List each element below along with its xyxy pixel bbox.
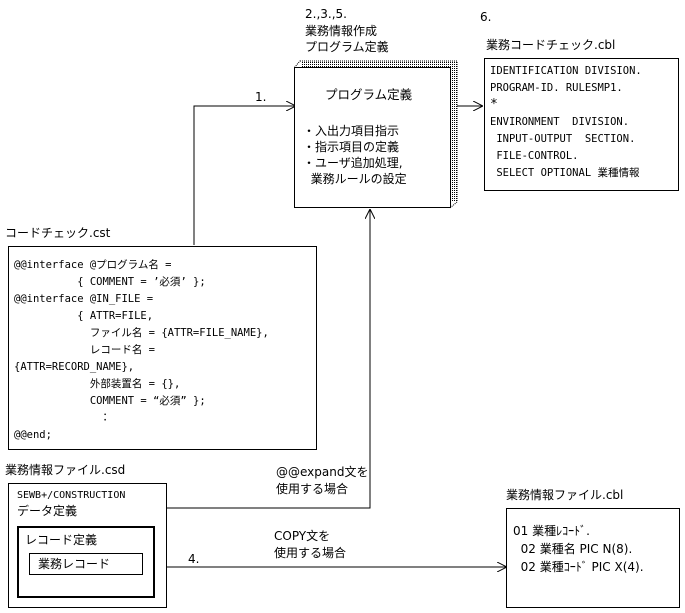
cst-line-3: @@interface @IN_FILE = (14, 293, 154, 305)
arrow-cst-to-program (193, 106, 295, 245)
arrow1-label: 1. (255, 90, 267, 104)
cst-file-box: @@interface @プログラム名 = { COMMENT = ’必須’ }… (8, 246, 317, 450)
cst-line-2: { COMMENT = ’必須’ }; (14, 276, 206, 288)
cst-file-name: コードチェック.cst (5, 226, 111, 240)
arrow-csd-to-program (167, 210, 370, 509)
copy-label-line1: COPY文を (274, 529, 331, 543)
cobol-line-2: PROGRAM-ID. RULESMP1. (490, 82, 623, 94)
cst-line-5: ファイル名 = {ATTR=FILE_NAME}, (14, 327, 269, 339)
csd-file-name: 業務情報ファイル.csd (5, 463, 126, 477)
copy-step-label: 4. (188, 552, 200, 566)
record-def-box: レコード定義 業務レコード (17, 526, 155, 598)
cobol-file-name: 業務コードチェック.cbl (486, 38, 616, 52)
record-name-box: 業務レコード (29, 553, 143, 575)
cobol-line-4: ENVIRONMENT DIVISION. (490, 116, 630, 128)
program-box-title: プログラム定義 (325, 87, 413, 102)
program-definition-box: プログラム定義 ・入出力項目指示 ・指示項目の定義 ・ユーザ追加処理, 業務ルー… (294, 67, 451, 208)
cobol-step-label: 6. (480, 10, 492, 24)
copy-label-line2: 使用する場合 (274, 546, 347, 560)
cst-line-1: @@interface @プログラム名 = (14, 259, 172, 271)
cst-line-4: { ATTR=FILE, (14, 310, 154, 322)
record-def-label: レコード定義 (25, 533, 98, 547)
cbl-line-1: 01 業種ﾚｺｰﾄﾞ. (513, 524, 590, 538)
csd-data-def: データ定義 (17, 504, 78, 518)
program-bullet-2: ・指示項目の定義 (303, 140, 400, 154)
cst-line-8: 外部装置名 = {}, (14, 378, 181, 390)
program-step-label: 2.,3.,5. (305, 7, 347, 21)
cst-line-11: @@end; (14, 429, 52, 441)
csd-product: SEWB+/CONSTRUCTION (17, 490, 126, 501)
cbl-file-name: 業務情報ファイル.cbl (506, 488, 624, 502)
cobol-line-1: IDENTIFICATION DIVISION. (490, 65, 642, 77)
cbl-line-2: 02 業種名 PIC N(8). (513, 542, 633, 556)
cobol-line-7: SELECT OPTIONAL 業種情報 (490, 167, 640, 179)
program-title-line2: プログラム定義 (305, 40, 389, 54)
cst-line-10: ： (14, 411, 114, 423)
cst-line-9: COMMENT = “必須” }; (14, 395, 206, 407)
cobol-line-3: * (490, 97, 498, 112)
cobol-line-5: INPUT-OUTPUT SECTION. (490, 133, 636, 145)
cbl-file-box: 01 業種ﾚｺｰﾄﾞ. 02 業種名 PIC N(8). 02 業種ｺｰﾄﾞ P… (506, 508, 680, 608)
cobol-output-box: IDENTIFICATION DIVISION. PROGRAM-ID. RUL… (484, 58, 679, 191)
cobol-line-6: FILE-CONTROL. (490, 150, 579, 162)
program-box-shadow (292, 60, 458, 210)
record-name-label: 業務レコード (38, 557, 111, 571)
program-bullet-3: ・ユーザ追加処理, (303, 156, 403, 170)
program-bullet-1: ・入出力項目指示 (303, 124, 400, 138)
program-title-line1: 業務情報作成 (305, 24, 378, 38)
expand-label-line1: @@expand文を (276, 465, 369, 479)
program-bullet-4: 業務ルールの設定 (303, 172, 407, 186)
cst-line-6: レコード名 = (14, 344, 156, 356)
expand-label-line2: 使用する場合 (276, 482, 349, 496)
cst-line-7: {ATTR=RECORD_NAME}, (14, 361, 135, 373)
cbl-line-3: 02 業種ｺｰﾄﾞ PIC X(4). (513, 560, 644, 574)
csd-file-box: SEWB+/CONSTRUCTION データ定義 レコード定義 業務レコード (8, 483, 167, 608)
